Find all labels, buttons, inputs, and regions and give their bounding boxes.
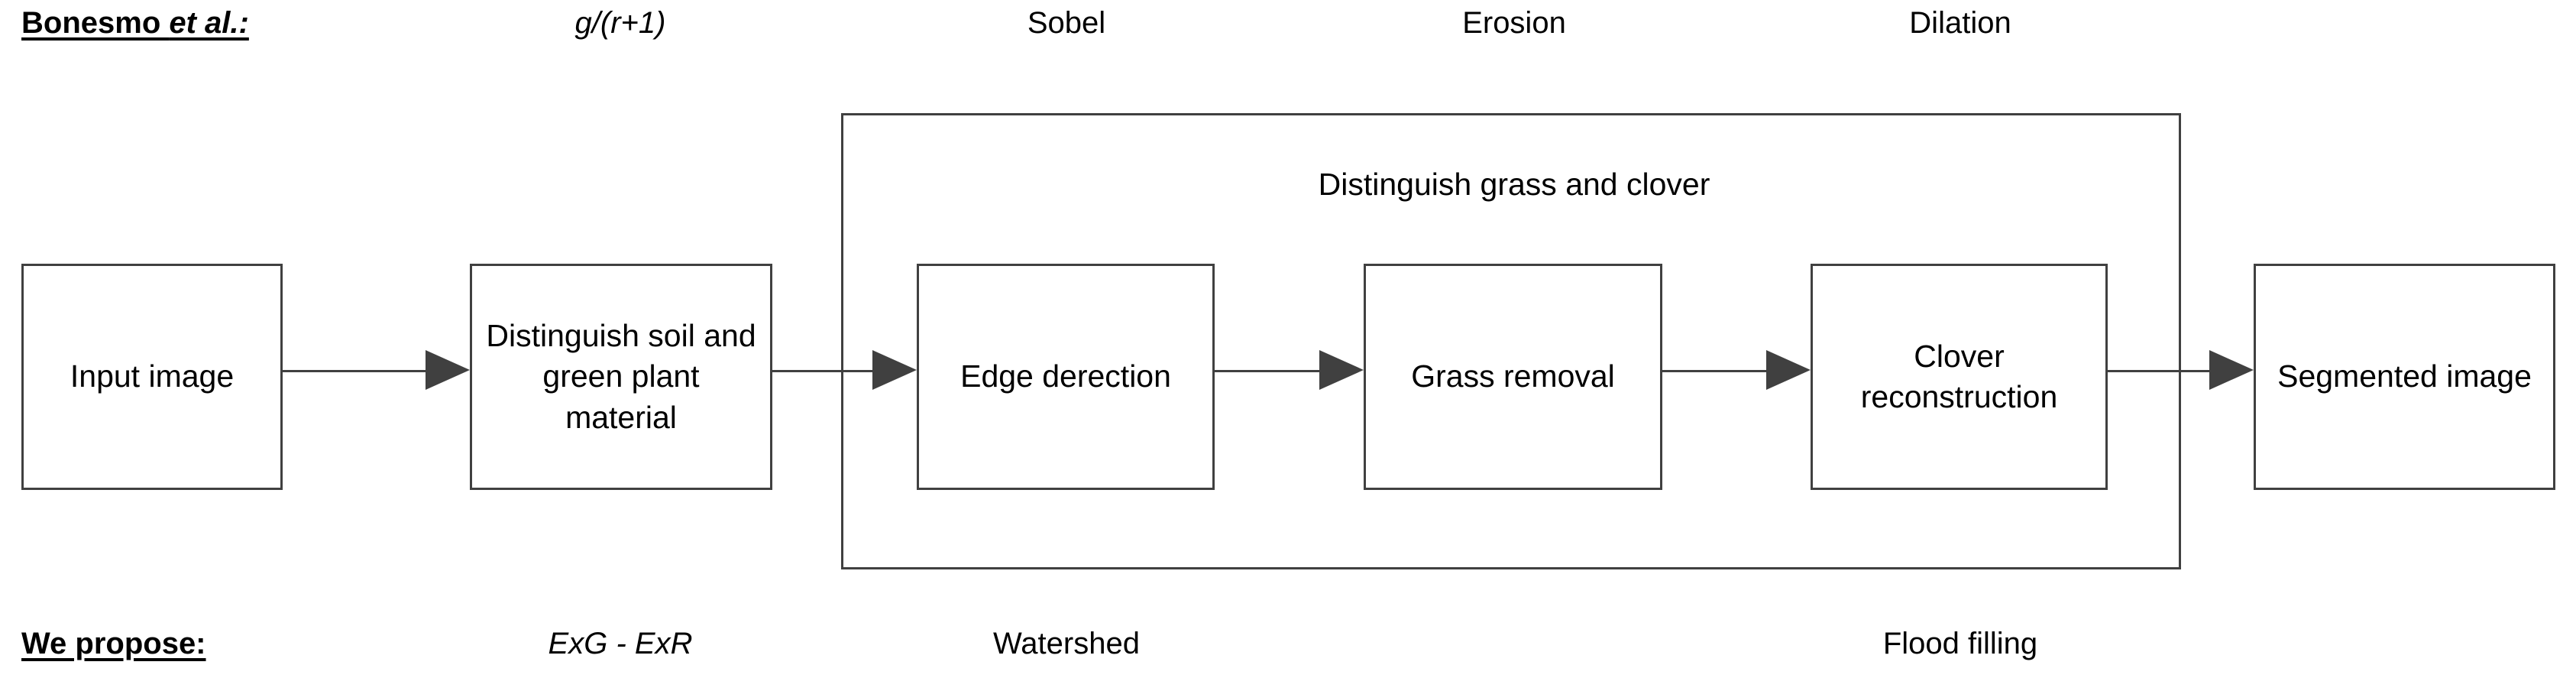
connector-arrowhead-clover-to-segmented: [2209, 350, 2254, 390]
annotation-heading-bonesmo-italic: et al.:: [169, 6, 249, 40]
node-distinguish-soil-label: Distinguish soil and green plant materia…: [486, 318, 756, 435]
connector-line-input-to-soil: [283, 370, 428, 372]
node-edge-detection[interactable]: Edge derection: [917, 264, 1215, 490]
annotation-bottom-exg-exr: ExG - ExR: [548, 627, 693, 660]
connector-arrowhead-input-to-soil: [426, 350, 470, 390]
annotation-heading-bonesmo-plain: Bonesmo: [21, 6, 170, 40]
group-title: Distinguish grass and clover: [1318, 167, 1710, 202]
node-distinguish-soil[interactable]: Distinguish soil and green plant materia…: [470, 264, 772, 490]
connector-arrowhead-edge-to-grass: [1319, 350, 1364, 390]
annotation-top-dilation: Dilation: [1909, 6, 2011, 40]
annotation-bottom-flood-filling: Flood filling: [1882, 627, 2038, 660]
annotation-top-sobel: Sobel: [1027, 6, 1106, 40]
node-grass-removal[interactable]: Grass removal: [1364, 264, 1662, 490]
connector-arrowhead-soil-to-edge: [872, 350, 917, 390]
node-input-image-label: Input image: [70, 358, 235, 394]
node-clover-reconstruction-label: Clover reconstruction: [1860, 338, 2058, 414]
node-clover-reconstruction[interactable]: Clover reconstruction: [1811, 264, 2108, 490]
connector-line-grass-to-clover: [1662, 370, 1769, 372]
node-input-image[interactable]: Input image: [21, 264, 283, 490]
connector-arrowhead-grass-to-clover: [1766, 350, 1811, 390]
annotation-bottom-watershed: Watershed: [993, 627, 1140, 660]
annotation-heading-we-propose: We propose:: [21, 627, 206, 660]
connector-line-soil-to-edge: [772, 370, 884, 372]
node-segmented-image[interactable]: Segmented image: [2254, 264, 2555, 490]
annotation-heading-bonesmo: Bonesmo et al.:: [21, 6, 249, 41]
annotation-top-erosion: Erosion: [1462, 6, 1566, 40]
connector-line-clover-to-segmented: [2108, 370, 2212, 372]
annotation-top-formula: g/(r+1): [574, 6, 666, 40]
connector-line-edge-to-grass: [1215, 370, 1322, 372]
node-grass-removal-label: Grass removal: [1411, 358, 1615, 394]
node-segmented-image-label: Segmented image: [2277, 358, 2532, 394]
node-edge-detection-label: Edge derection: [960, 358, 1171, 394]
group-container-distinguish-grass-clover: [841, 113, 2181, 569]
